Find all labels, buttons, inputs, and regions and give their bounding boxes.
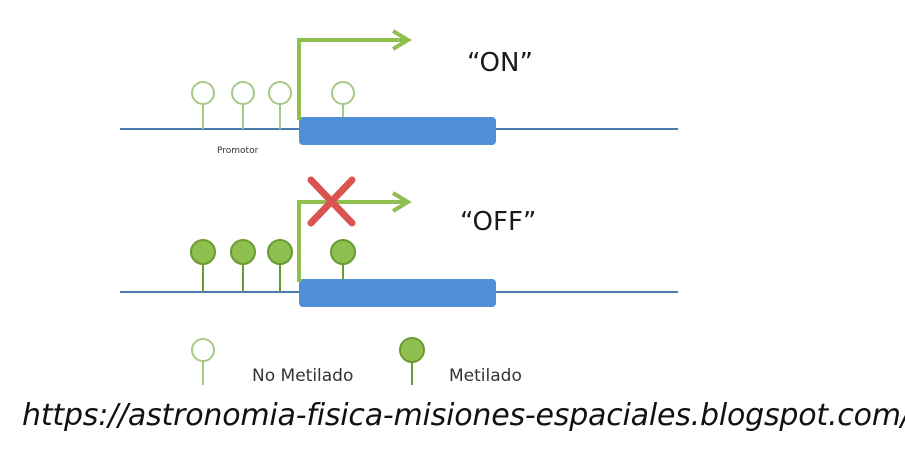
methylated-site-1 (190, 239, 216, 292)
legend-methylated-icon (399, 337, 425, 385)
state-label-on: “ON” (467, 48, 533, 78)
source-url: https://astronomia-fisica-misiones-espac… (22, 398, 905, 433)
off-row: “OFF” (120, 176, 678, 307)
blocked-cross-icon (307, 176, 356, 227)
unmethylated-site-4 (331, 81, 355, 129)
methylated-site-3 (267, 239, 293, 292)
legend-unmethylated-label: No Metilado (252, 366, 353, 386)
transcription-arrow-off (297, 191, 412, 282)
legend-methylated-label: Metilado (449, 366, 522, 386)
unmethylated-site-2 (231, 81, 255, 129)
transcription-arrow-on (297, 29, 412, 120)
unmethylated-site-3 (268, 81, 292, 129)
state-label-off: “OFF” (460, 207, 536, 237)
on-row: Promotor “ON” (120, 29, 678, 156)
gene-block-on (299, 117, 496, 145)
gene-block-off (299, 279, 496, 307)
legend-unmethylated-icon (191, 338, 215, 385)
legend: No Metilado Metilado (191, 337, 522, 386)
unmethylated-site-1 (191, 81, 215, 129)
promoter-label: Promotor (217, 146, 259, 156)
methylated-site-2 (230, 239, 256, 292)
